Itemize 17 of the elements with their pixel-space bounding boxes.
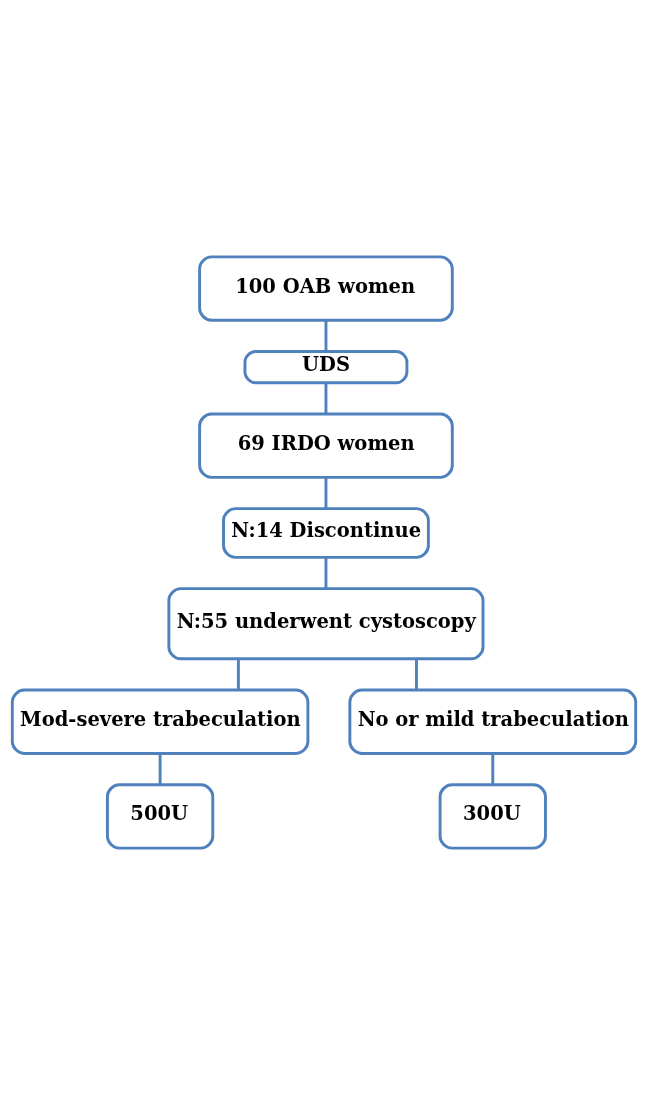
- connector: [491, 753, 495, 785]
- node-box: Mod-severe trabeculation: [10, 688, 310, 755]
- node-box: 500U: [105, 783, 215, 850]
- node-box: N:14 Discontinue: [222, 507, 430, 559]
- node-box: 300U: [438, 783, 547, 850]
- connector: [414, 659, 418, 690]
- node-box: N:55 underwent cystoscopy: [167, 587, 485, 661]
- connector: [324, 557, 328, 589]
- node-box: 69 IRDO women: [198, 412, 454, 479]
- node-box: 100 OAB women: [198, 255, 454, 322]
- connector: [236, 659, 240, 690]
- connector: [324, 320, 328, 352]
- node-box: UDS: [243, 350, 409, 385]
- connector: [158, 753, 162, 785]
- connector: [324, 477, 328, 509]
- node-box: No or mild trabeculation: [348, 688, 638, 755]
- connector: [324, 383, 328, 414]
